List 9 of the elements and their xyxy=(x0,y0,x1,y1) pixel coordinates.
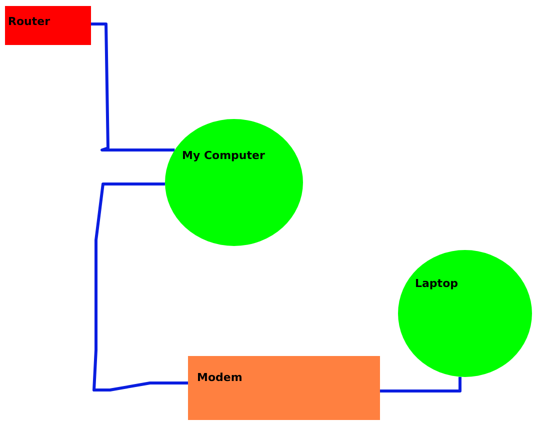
connector-line xyxy=(92,182,188,392)
connector-line xyxy=(380,376,462,392)
router-box xyxy=(5,6,91,45)
node-label: Modem xyxy=(197,371,242,384)
connector-line xyxy=(90,22,175,152)
node-label: Router xyxy=(8,15,50,28)
node-label: My Computer xyxy=(182,149,265,162)
modem-box xyxy=(188,356,380,420)
node-label: Laptop xyxy=(415,277,458,290)
